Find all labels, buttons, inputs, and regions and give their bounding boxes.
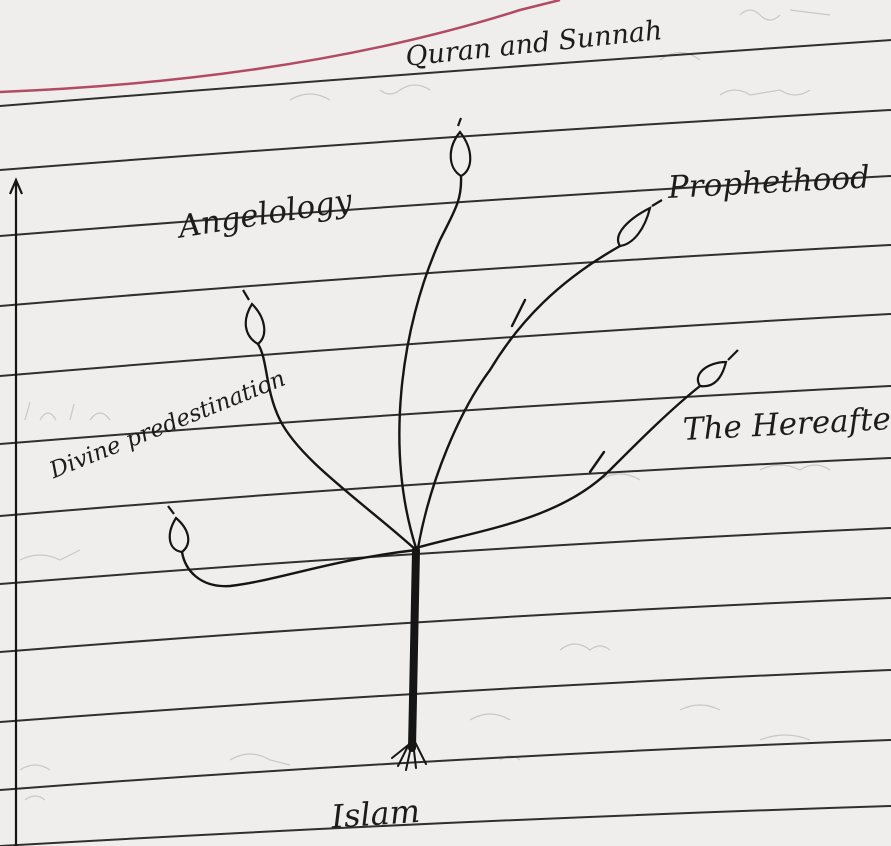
vertical-arrow xyxy=(10,180,22,846)
leaf-icon-prophethood xyxy=(618,208,650,246)
leaf-stem-angelology xyxy=(243,290,249,300)
leaf-stem-quran xyxy=(458,118,461,126)
leaf-stem-prophethood xyxy=(652,200,662,206)
leaf-icon-angelology xyxy=(246,304,265,344)
trunk xyxy=(392,550,426,770)
leaf-icon-predestination xyxy=(170,518,189,552)
branch-hereafter-twig xyxy=(590,452,604,472)
label-islam: Islam xyxy=(330,792,421,836)
leaves xyxy=(168,118,738,552)
leaf-stem-predestination xyxy=(168,506,174,514)
leaf-icon-hereafter xyxy=(698,362,726,386)
branch-prophethood xyxy=(418,246,620,548)
branch-prophethood-twig xyxy=(512,300,525,326)
show-through-text xyxy=(20,10,830,800)
leaf-icon-quran xyxy=(451,132,471,176)
leaf-stem-hereafter xyxy=(728,350,738,360)
branch-quran-sunnah xyxy=(399,176,461,548)
